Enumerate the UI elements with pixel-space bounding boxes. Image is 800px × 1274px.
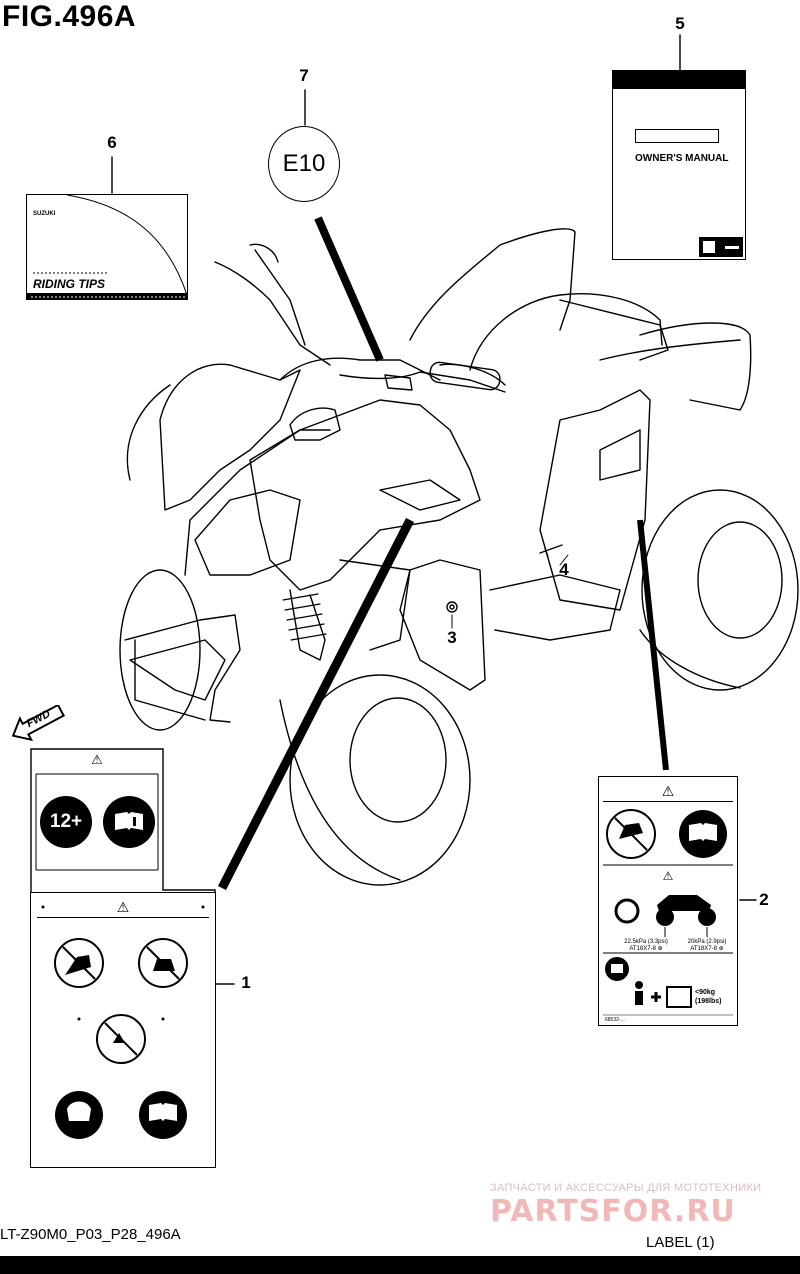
diagram-page-label: LABEL (1) xyxy=(646,1234,715,1251)
callout-2: 2 xyxy=(759,890,769,909)
figure-title: FIG.496A xyxy=(2,0,137,33)
riding-tips-brand: SUZUKI xyxy=(33,211,56,217)
riding-tips-title: RIDING TIPS xyxy=(33,277,106,291)
callout-5: 5 xyxy=(675,14,685,33)
watermark-logo: PARTSFOR.RU xyxy=(490,1194,736,1229)
rear-tire-pressure: 20kPa (2.9psi) xyxy=(687,939,727,945)
callout-1: 1 xyxy=(241,973,251,992)
load-limit-lbs: (198lbs) xyxy=(695,998,722,1005)
riding-tips-booklet: SUZUKI RIDING TIPS xyxy=(26,194,188,300)
callout-3: 3 xyxy=(447,628,457,647)
front-tire-size: AT18X7-8 ⊕ xyxy=(629,946,663,952)
front-tire-pressure: 22.5kPa (3.3psi) xyxy=(624,939,668,945)
callout-6: 6 xyxy=(107,133,117,152)
label-2-top-warning-icon: ⚠ xyxy=(603,781,733,802)
read-manual-icon xyxy=(103,796,155,848)
callout-4: 4 xyxy=(559,560,569,579)
owners-manual-title: OWNER'S MANUAL xyxy=(635,153,729,164)
bottom-bar xyxy=(0,1256,800,1274)
owners-manual: OWNER'S MANUAL xyxy=(612,70,746,260)
no-passenger-icon xyxy=(54,938,104,988)
label-1-lower-panel: ⚠ xyxy=(30,892,216,1168)
label-2-warning-icon: ⚠ xyxy=(662,869,674,883)
diagram-code: LT-Z90M0_P03_P28_496A xyxy=(0,1226,181,1243)
age-12-plus-badge: 12+ xyxy=(40,796,92,848)
suzuki-logo-icon xyxy=(699,237,743,257)
no-alcohol-icon xyxy=(96,1014,146,1064)
label-1-warning-icon: ⚠ xyxy=(37,897,209,918)
fwd-arrow: FWD xyxy=(6,705,68,741)
label-1-top-warning-icon: ⚠ xyxy=(91,752,103,767)
load-limit-kg: <90kg xyxy=(695,989,716,996)
rear-tire-size: AT18X7-8 ⊕ xyxy=(690,946,724,952)
fwd-arrow-icon xyxy=(11,705,66,741)
no-paved-road-icon xyxy=(138,938,188,988)
callout-7: 7 xyxy=(299,66,309,85)
e10-label: E10 xyxy=(268,126,340,202)
label-2-part-code: 68532-... xyxy=(605,1017,625,1023)
riding-tips-cover-graphic xyxy=(27,195,187,299)
watermark-caption: ЗАПЧАСТИ И АКСЕССУАРЫ ДЛЯ МОТОТЕХНИКИ xyxy=(490,1182,762,1194)
label-2: ⚠ ⚠ 22.5kPa (3.3psi) AT18X7-8 ⊕ 20kPa (2… xyxy=(598,776,738,1026)
